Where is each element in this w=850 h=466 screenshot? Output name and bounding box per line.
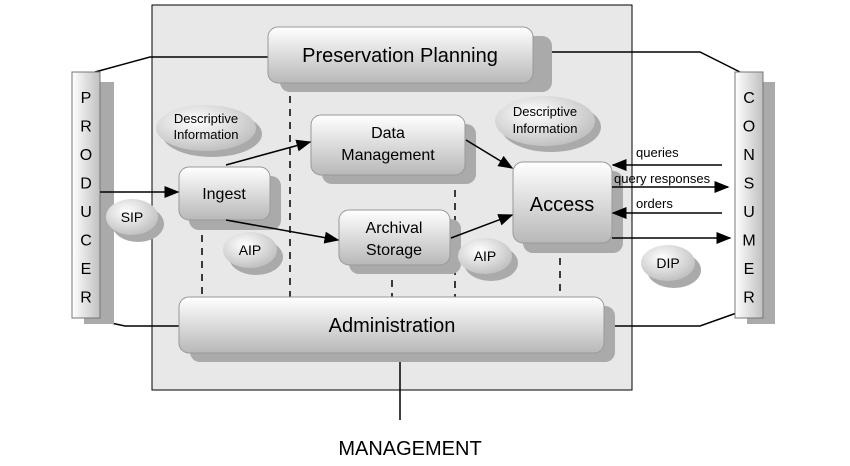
dip-package: DIP — [641, 245, 701, 288]
orders-label: orders — [636, 196, 673, 211]
preservation-planning-box[interactable]: Preservation Planning — [267, 26, 552, 92]
svg-text:Descriptive: Descriptive — [174, 111, 238, 126]
aip-package-left: AIP — [223, 232, 283, 275]
producer-letter: R — [80, 290, 92, 307]
svg-text:Descriptive: Descriptive — [513, 104, 577, 119]
consumer-letter: R — [743, 290, 755, 307]
producer-letter: R — [80, 119, 92, 136]
producer-letter: P — [81, 90, 92, 107]
preservation-planning-label: Preservation Planning — [302, 45, 498, 67]
management-label: MANAGEMENT — [338, 438, 481, 460]
administration-box[interactable]: Administration — [178, 296, 615, 362]
consumer-letter: S — [744, 176, 755, 193]
archival-storage-box[interactable]: Archival Storage — [338, 209, 461, 274]
svg-text:Information: Information — [512, 121, 577, 136]
svg-text:Archival: Archival — [366, 220, 423, 237]
svg-text:Ingest: Ingest — [202, 186, 246, 203]
consumer-letter: N — [743, 147, 755, 164]
sip-package: SIP — [106, 199, 164, 242]
svg-text:SIP: SIP — [121, 209, 144, 225]
svg-text:AIP: AIP — [474, 248, 497, 264]
svg-text:Data: Data — [371, 125, 405, 142]
svg-text:AIP: AIP — [239, 242, 262, 258]
access-box[interactable]: Access — [512, 161, 623, 253]
producer-letter: C — [80, 233, 92, 250]
svg-text:Access: Access — [530, 194, 594, 216]
svg-text:Storage: Storage — [366, 242, 422, 259]
descriptive-information-right: Descriptive Information — [495, 96, 601, 152]
producer-letter: E — [81, 261, 92, 278]
consumer-letter: O — [743, 119, 755, 136]
consumer-letter: C — [743, 90, 755, 107]
queries-label: queries — [636, 145, 679, 160]
svg-text:Information: Information — [173, 127, 238, 142]
flow-arrows — [100, 139, 732, 244]
consumer-letter: U — [743, 204, 755, 221]
svg-text:DIP: DIP — [656, 255, 679, 271]
aip-package-right: AIP — [458, 238, 518, 281]
ingest-box[interactable]: Ingest — [178, 166, 281, 230]
descriptive-information-left: Descriptive Information — [156, 105, 262, 157]
consumer-letter: E — [744, 261, 755, 278]
consumer-letter: M — [742, 233, 755, 250]
producer-letter: O — [80, 147, 92, 164]
producer-letter: D — [80, 176, 92, 193]
query-responses-label: query responses — [614, 171, 711, 186]
data-management-box[interactable]: Data Management — [310, 114, 476, 184]
svg-text:Management: Management — [341, 147, 435, 164]
producer-letter: U — [80, 204, 92, 221]
svg-text:Administration: Administration — [329, 315, 456, 337]
